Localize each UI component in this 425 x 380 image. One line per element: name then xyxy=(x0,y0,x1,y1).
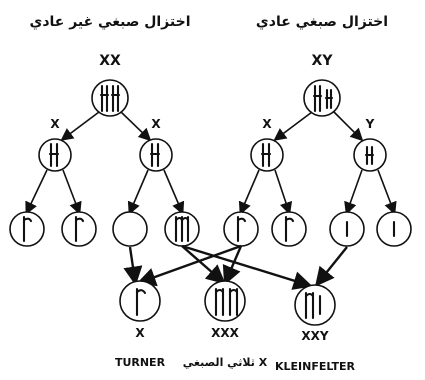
parent-cell-xy xyxy=(303,79,341,117)
parent-xy-to-left-arrow xyxy=(273,111,313,141)
triple-x-syndrome-label: ثلاثي الصبغي X xyxy=(183,356,268,369)
double-x-gamete-to-xxx-line xyxy=(181,245,226,285)
normal-y-gamete-cell-1 xyxy=(329,211,365,247)
abnormal-left-to-cell-1-arrow xyxy=(25,169,48,215)
normal-y-gamete-cell-2 xyxy=(376,211,412,247)
klinefelter-cell xyxy=(294,284,336,326)
abnormal-gamete-left-label: X xyxy=(50,117,60,131)
parent-cell-xx-label: XX xyxy=(99,53,121,69)
empty-gamete-to-turner-line xyxy=(123,246,143,286)
abnormal-double-x-gamete-cell xyxy=(164,211,200,247)
parent-cell-xx xyxy=(91,79,129,117)
double-x-gamete-to-xxy-line xyxy=(181,244,313,290)
normal-gamete-right-label: Y xyxy=(365,117,375,131)
parent-cell-xy-label: XY xyxy=(312,53,334,69)
turner-cell xyxy=(119,280,161,322)
normal-gamete-cell-1 xyxy=(223,211,259,247)
abnormal-empty-gamete-cell xyxy=(112,211,148,247)
abnormal-meiosis-title: اختزال صبغي غير عادي xyxy=(29,14,190,31)
normal-first-division-left-cell xyxy=(250,138,284,172)
abnormal-gamete-cell-1 xyxy=(9,211,45,247)
normal-gamete-left-label: X xyxy=(262,117,272,131)
triple-x-karyotype-label: XXX xyxy=(211,326,240,340)
parent-xy-to-right-arrow xyxy=(333,111,364,142)
normal-right-to-cell-1-arrow xyxy=(344,169,363,216)
abnormal-left-to-cell-2-arrow xyxy=(62,169,82,215)
klinefelter-karyotype-label: XXY xyxy=(301,329,329,343)
abnormal-right-to-double-cell-arrow xyxy=(163,169,185,215)
turner-karyotype-label: X xyxy=(135,326,145,340)
parent-xx-to-right-arrow xyxy=(120,111,152,142)
normal-meiosis-title: اختزال صبغي عادي xyxy=(256,14,388,31)
abnormal-gamete-cell-2 xyxy=(61,211,97,247)
x-gamete-to-turner-line xyxy=(136,244,242,287)
parent-xx-to-left-arrow xyxy=(60,111,100,141)
y-gamete-to-xxy-line xyxy=(314,246,348,287)
normal-first-division-right-cell xyxy=(353,138,387,172)
triple-x-cell xyxy=(204,280,246,322)
x-gamete-to-xxx-line xyxy=(222,245,243,286)
abnormal-gamete-right-label: X xyxy=(151,117,161,131)
normal-gamete-cell-2 xyxy=(271,211,307,247)
abnormal-first-division-right-cell xyxy=(139,138,173,172)
abnormal-right-to-empty-cell-arrow xyxy=(127,169,149,215)
abnormal-first-division-left-cell xyxy=(38,138,72,172)
normal-right-to-cell-2-arrow xyxy=(377,169,397,215)
normal-left-to-cell-1-arrow xyxy=(238,169,260,215)
normal-left-to-cell-2-arrow xyxy=(274,169,293,216)
turner-syndrome-label: TURNER xyxy=(115,356,166,369)
klinefelter-syndrome-label: KLEINFELTER xyxy=(275,360,356,373)
